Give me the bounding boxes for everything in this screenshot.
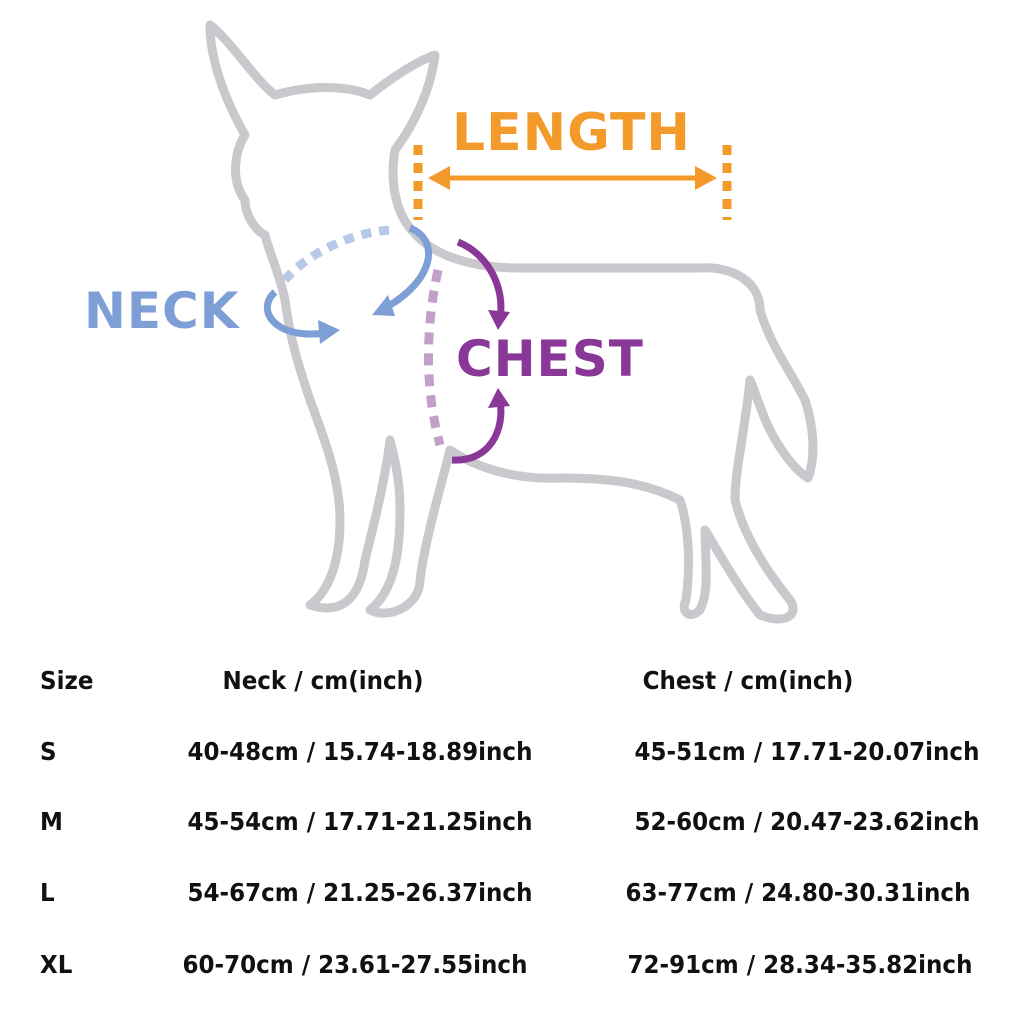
size-cell: S bbox=[40, 737, 57, 766]
length-indicator bbox=[413, 145, 732, 220]
chest-cell: 45-51cm / 17.71-20.07inch bbox=[634, 737, 980, 766]
length-label: LENGTH bbox=[452, 103, 691, 163]
neck-indicator bbox=[263, 224, 433, 344]
neck-label: NECK bbox=[84, 282, 240, 340]
chest-cell: 52-60cm / 20.47-23.62inch bbox=[634, 807, 980, 836]
chest-cell: 63-77cm / 24.80-30.31inch bbox=[625, 878, 971, 907]
chest-cell: 72-91cm / 28.34-35.82inch bbox=[627, 950, 973, 979]
chest-label: CHEST bbox=[456, 330, 644, 388]
size-cell: XL bbox=[40, 950, 73, 979]
dog-measurement-diagram bbox=[205, 20, 818, 624]
neck-cell: 40-48cm / 15.74-18.89inch bbox=[187, 737, 533, 766]
neck-cell: 60-70cm / 23.61-27.55inch bbox=[182, 950, 528, 979]
header-chest: Chest / cm(inch) bbox=[642, 666, 854, 695]
neck-cell: 45-54cm / 17.71-21.25inch bbox=[187, 807, 533, 836]
size-cell: L bbox=[40, 878, 55, 907]
size-cell: M bbox=[40, 807, 63, 836]
dog-outline bbox=[205, 20, 818, 624]
chest-indicator bbox=[424, 238, 510, 464]
header-size: Size bbox=[40, 666, 94, 695]
header-neck: Neck / cm(inch) bbox=[222, 666, 424, 695]
neck-cell: 54-67cm / 21.25-26.37inch bbox=[187, 878, 533, 907]
